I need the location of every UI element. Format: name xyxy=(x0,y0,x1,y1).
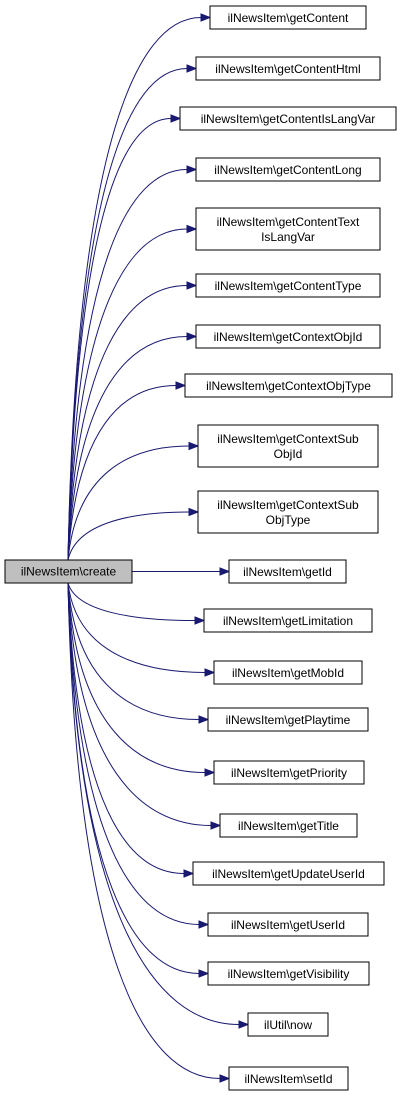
node-getId[interactable]: ilNewsItem\getId xyxy=(228,559,347,584)
edge-create-setId xyxy=(67,582,231,1083)
node-getContentLong[interactable]: ilNewsItem\getContentLong xyxy=(195,157,381,182)
edge-create-getPlaytime xyxy=(67,582,210,724)
node-label: ilNewsItem\getId xyxy=(243,565,332,579)
edge-create-getUserId xyxy=(67,582,210,929)
node-label: ilNewsItem\getContentText xyxy=(217,215,360,229)
node-label: ilNewsItem\getContextObjId xyxy=(214,330,363,344)
node-label: ObjId xyxy=(274,447,303,461)
node-getUserId[interactable]: ilNewsItem\getUserId xyxy=(207,912,369,937)
node-label: ilNewsItem\getTitle xyxy=(238,819,339,833)
node-setId[interactable]: ilNewsItem\setId xyxy=(228,1066,349,1091)
edge-create-getContextObjType xyxy=(67,381,187,561)
edge-layer xyxy=(67,13,250,1083)
node-label: ilNewsItem\getLimitation xyxy=(223,614,353,628)
edge-create-getMobId xyxy=(67,582,216,677)
edge-create-getContentType xyxy=(67,281,198,561)
node-label: ilNewsItem\getVisibility xyxy=(228,967,350,981)
edge-create-getUpdateUserId xyxy=(67,582,195,878)
node-label: ilNewsItem\getContextSub xyxy=(217,498,359,512)
node-getContextObjType[interactable]: ilNewsItem\getContextObjType xyxy=(184,373,393,398)
node-label: ilNewsItem\getPlaytime xyxy=(226,713,351,727)
node-label: ilNewsItem\create xyxy=(21,565,117,579)
node-label: ilUtil\now xyxy=(264,1018,312,1032)
edge-create-getContentIsLangVar xyxy=(67,114,182,561)
node-label: ilNewsItem\setId xyxy=(244,1072,332,1086)
node-layer: ilNewsItem\create ilNewsItem\getContent i… xyxy=(4,5,397,1091)
node-label: ilNewsItem\getUpdateUserId xyxy=(212,867,365,881)
node-label: IsLangVar xyxy=(261,230,315,244)
node-getMobId[interactable]: ilNewsItem\getMobId xyxy=(213,660,363,685)
edge-create-getContentTextIsLangVar xyxy=(67,224,198,561)
node-getLimitation[interactable]: ilNewsItem\getLimitation xyxy=(203,608,373,633)
node-getContentHtml[interactable]: ilNewsItem\getContentHtml xyxy=(195,56,381,81)
edge-create-getContentLong xyxy=(67,165,198,561)
node-label: ilNewsItem\getContentType xyxy=(215,279,362,293)
node-label: ObjType xyxy=(266,513,311,527)
node-label: ilNewsItem\getContextObjType xyxy=(206,379,371,393)
edge-create-getLimitation xyxy=(67,582,206,625)
node-getContentType[interactable]: ilNewsItem\getContentType xyxy=(195,273,381,298)
node-getVisibility[interactable]: ilNewsItem\getVisibility xyxy=(207,961,370,986)
node-create[interactable]: ilNewsItem\create xyxy=(4,559,133,584)
edge-create-getContentHtml xyxy=(67,64,198,561)
edge-create-now xyxy=(67,582,250,1029)
node-label: ilNewsItem\getContentIsLangVar xyxy=(201,112,376,126)
node-now[interactable]: ilUtil\now xyxy=(247,1012,329,1037)
edge-create-getPriority xyxy=(67,582,216,777)
node-getPlaytime[interactable]: ilNewsItem\getPlaytime xyxy=(207,707,369,732)
node-getContent[interactable]: ilNewsItem\getContent xyxy=(209,5,367,30)
edge-create-getContextSubObjId xyxy=(67,441,200,561)
node-getUpdateUserId[interactable]: ilNewsItem\getUpdateUserId xyxy=(192,861,385,886)
node-label: ilNewsItem\getContextSub xyxy=(217,432,359,446)
edge-create-getContextObjId xyxy=(67,332,198,561)
node-getTitle[interactable]: ilNewsItem\getTitle xyxy=(219,813,358,838)
node-label: ilNewsItem\getContentHtml xyxy=(215,62,360,76)
node-label: ilNewsItem\getContentLong xyxy=(214,163,361,177)
node-label: ilNewsItem\getPriority xyxy=(231,766,347,780)
node-label: ilNewsItem\getContent xyxy=(228,11,349,25)
node-getContextObjId[interactable]: ilNewsItem\getContextObjId xyxy=(195,324,381,349)
node-getPriority[interactable]: ilNewsItem\getPriority xyxy=(213,760,365,785)
edge-create-getTitle xyxy=(67,582,222,830)
node-label: ilNewsItem\getUserId xyxy=(231,918,345,932)
edge-create-getContextSubObjType xyxy=(67,507,200,561)
node-getContentIsLangVar[interactable]: ilNewsItem\getContentIsLangVar xyxy=(179,106,397,131)
edge-create-getId xyxy=(132,567,231,576)
node-label: ilNewsItem\getMobId xyxy=(232,666,344,680)
edge-create-getVisibility xyxy=(67,582,210,978)
